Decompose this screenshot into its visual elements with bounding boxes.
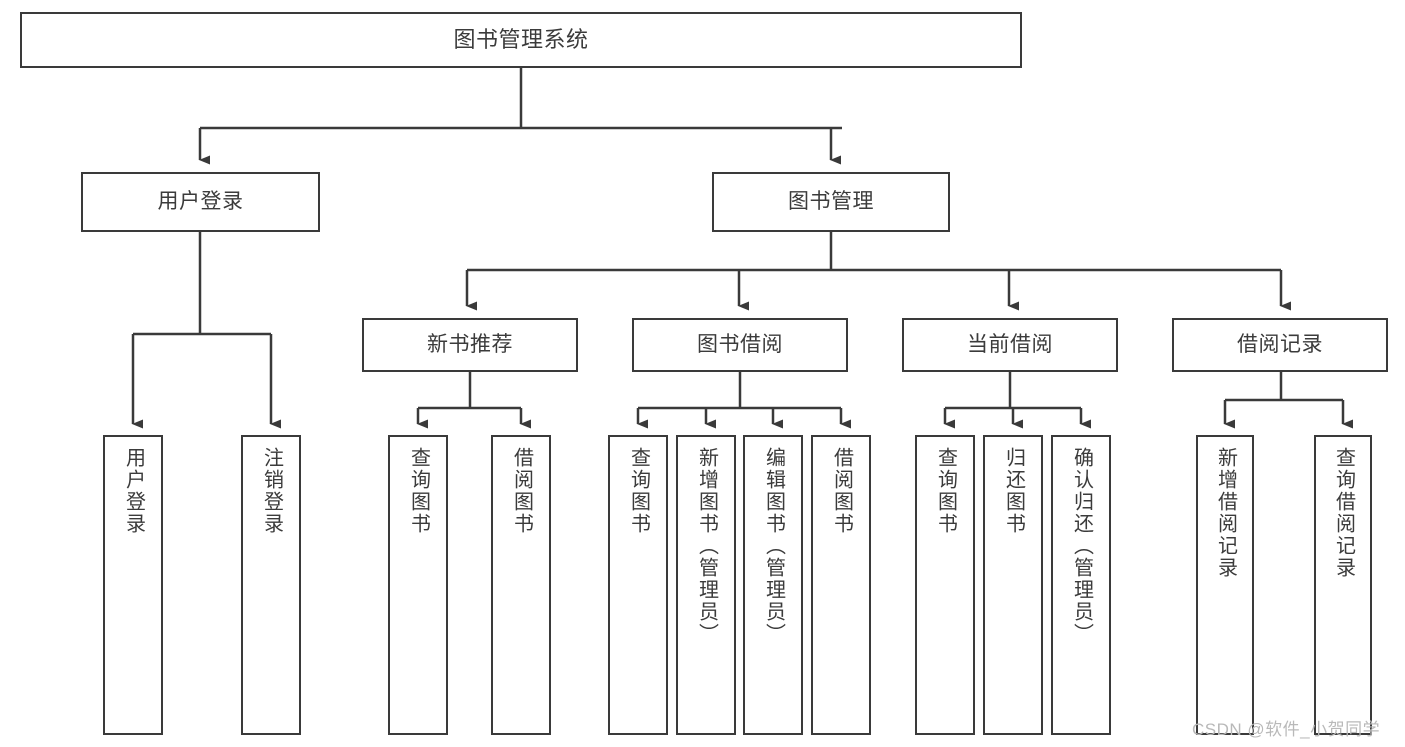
node-leaf-query-book-2[interactable]: 查询图书 <box>608 435 668 735</box>
node-leaf-return-book-label: 归还图书 <box>1002 447 1025 535</box>
node-leaf-query-book-2-label: 查询图书 <box>627 447 650 535</box>
node-book-borrow-label: 图书借阅 <box>697 333 783 357</box>
node-borrow-record[interactable]: 借阅记录 <box>1172 318 1388 372</box>
node-borrow-record-label: 借阅记录 <box>1237 333 1323 357</box>
node-book-manage[interactable]: 图书管理 <box>712 172 950 232</box>
node-root[interactable]: 图书管理系统 <box>20 12 1022 68</box>
node-leaf-user-logout-label: 注销登录 <box>260 447 283 535</box>
node-new-book-recommend[interactable]: 新书推荐 <box>362 318 578 372</box>
node-leaf-edit-book[interactable]: 编辑图书（管理员） <box>743 435 803 735</box>
node-leaf-user-logout[interactable]: 注销登录 <box>241 435 301 735</box>
node-user-login[interactable]: 用户登录 <box>81 172 320 232</box>
node-leaf-query-book-3-label: 查询图书 <box>934 447 957 535</box>
node-leaf-borrow-book-2[interactable]: 借阅图书 <box>811 435 871 735</box>
node-leaf-user-login[interactable]: 用户登录 <box>103 435 163 735</box>
node-current-borrow[interactable]: 当前借阅 <box>902 318 1118 372</box>
node-leaf-query-book-1[interactable]: 查询图书 <box>388 435 448 735</box>
node-leaf-add-book-label: 新增图书（管理员） <box>695 447 718 645</box>
node-leaf-add-book[interactable]: 新增图书（管理员） <box>676 435 736 735</box>
node-user-login-label: 用户登录 <box>157 190 244 214</box>
node-current-borrow-label: 当前借阅 <box>967 333 1053 357</box>
node-book-borrow[interactable]: 图书借阅 <box>632 318 848 372</box>
node-leaf-user-login-label: 用户登录 <box>122 447 145 535</box>
node-leaf-borrow-book-1-label: 借阅图书 <box>510 447 533 535</box>
csdn-watermark: CSDN @软件_小贺同学 <box>1192 720 1381 739</box>
node-leaf-confirm-return[interactable]: 确认归还（管理员） <box>1051 435 1111 735</box>
node-root-label: 图书管理系统 <box>453 26 589 52</box>
node-leaf-borrow-book-2-label: 借阅图书 <box>830 447 853 535</box>
node-leaf-confirm-return-label: 确认归还（管理员） <box>1070 447 1093 645</box>
node-leaf-query-record-label: 查询借阅记录 <box>1332 447 1355 579</box>
node-book-manage-label: 图书管理 <box>788 190 874 214</box>
node-leaf-return-book[interactable]: 归还图书 <box>983 435 1043 735</box>
node-new-book-recommend-label: 新书推荐 <box>427 333 513 357</box>
node-leaf-query-record[interactable]: 查询借阅记录 <box>1314 435 1372 735</box>
node-leaf-borrow-book-1[interactable]: 借阅图书 <box>491 435 551 735</box>
node-leaf-add-record[interactable]: 新增借阅记录 <box>1196 435 1254 735</box>
node-leaf-query-book-3[interactable]: 查询图书 <box>915 435 975 735</box>
node-leaf-query-book-1-label: 查询图书 <box>407 447 430 535</box>
node-leaf-edit-book-label: 编辑图书（管理员） <box>762 447 785 645</box>
node-leaf-add-record-label: 新增借阅记录 <box>1214 447 1237 579</box>
